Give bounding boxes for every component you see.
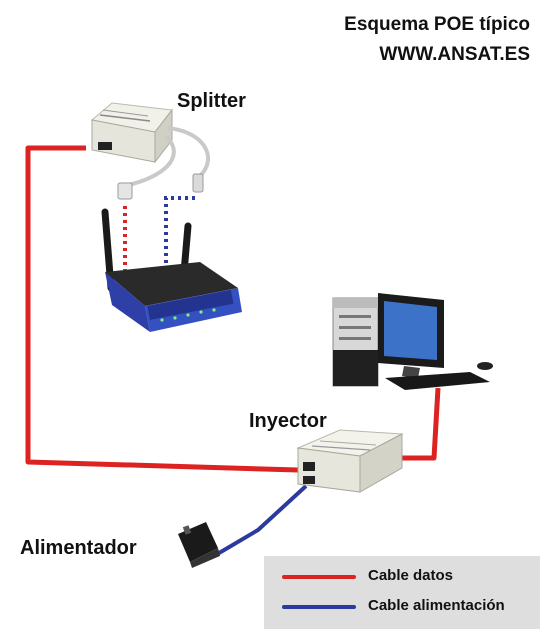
legend-label-alimentacion: Cable alimentación	[368, 597, 505, 614]
legend-item-datos: Cable datos	[264, 564, 540, 590]
injector-device-icon	[296, 429, 404, 493]
power-adapter-icon	[178, 522, 220, 568]
diagram-title: Esquema POE típico	[344, 14, 530, 35]
alimentador-label: Alimentador	[20, 537, 137, 559]
data-cable-splitter-injector	[25, 145, 299, 473]
splitter-device-icon	[90, 102, 210, 200]
legend-label-datos: Cable datos	[368, 567, 454, 584]
splitter-label: Splitter	[177, 90, 246, 112]
legend-box: Cable datos Cable alimentación	[264, 556, 540, 629]
router-icon	[101, 208, 242, 332]
desktop-computer-icon	[332, 293, 493, 390]
power-cable-adapter-injector	[212, 484, 308, 558]
legend-swatch-alimentacion	[282, 605, 356, 609]
power-link-splitter-router	[164, 196, 195, 266]
inyector-label: Inyector	[249, 410, 327, 432]
legend-swatch-datos	[282, 575, 356, 579]
website-label: WWW.ANSAT.ES	[379, 44, 530, 65]
legend-item-alimentacion: Cable alimentación	[264, 594, 540, 620]
data-cable-computer-injector	[391, 387, 441, 461]
